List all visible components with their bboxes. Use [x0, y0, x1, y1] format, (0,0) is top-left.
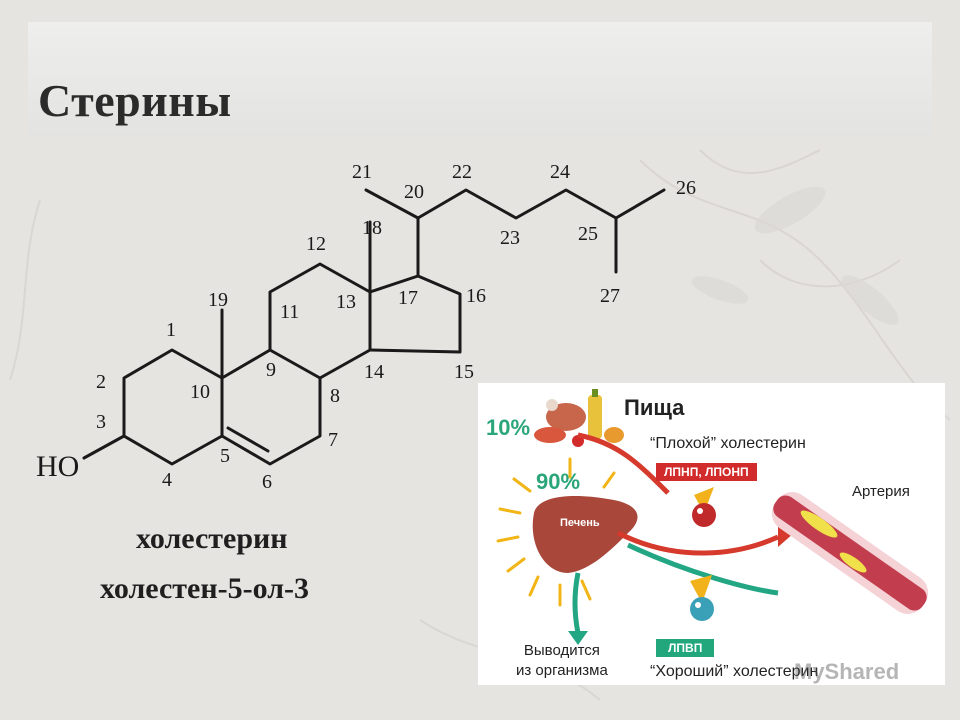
hdl-badge: ЛПВП — [656, 639, 715, 657]
liver-icon — [532, 495, 638, 573]
atom-number: 21 — [352, 161, 372, 183]
title-band — [28, 22, 932, 136]
food-label: Пища — [624, 395, 685, 420]
atom-number: 2 — [96, 371, 106, 393]
atom-number: 15 — [454, 361, 474, 383]
bad-cholesterol-label: “Плохой” холестерин — [650, 435, 806, 452]
common-name-caption: холестерин — [136, 522, 288, 555]
liver-label: Печень — [560, 517, 600, 529]
artery-label: Артерия — [852, 483, 910, 500]
atom-number: 7 — [328, 429, 338, 451]
atom-number: 5 — [220, 445, 230, 467]
food-icon — [534, 389, 624, 447]
atom-number: 14 — [364, 361, 384, 383]
atom-number: 8 — [330, 385, 340, 407]
atom-number: 26 — [676, 177, 696, 199]
atom-number: 19 — [208, 289, 228, 311]
infographic-graphics — [496, 389, 929, 645]
atom-number: 4 — [162, 469, 172, 491]
red-arrowhead — [778, 525, 794, 547]
atom-number: 16 — [466, 285, 486, 307]
atom-number: 25 — [578, 223, 598, 245]
red-arrow — [577, 432, 670, 495]
slide-title: Стерины — [38, 75, 232, 126]
watermark: MyShared — [794, 659, 900, 684]
atom-number: 22 — [452, 161, 472, 183]
atom-number: 10 — [190, 381, 210, 403]
radiating-lines — [496, 457, 616, 607]
ldl-mascot-icon — [692, 487, 716, 527]
atom-number: 12 — [306, 233, 326, 255]
ldl-badge: ЛПНП, ЛПОНП — [656, 463, 757, 481]
cholesterol-infographic: Пища 10% 90% “Плохой” холестерин ЛПНП, Л… — [478, 383, 945, 685]
hydroxyl-label: HO — [36, 450, 79, 483]
atom-number: 20 — [404, 181, 424, 203]
green-arrow — [626, 542, 779, 596]
atom-number: 24 — [550, 161, 570, 183]
atom-number: 27 — [600, 285, 620, 307]
systematic-name-caption: холестен-5-ол-3 — [100, 572, 310, 605]
excreted-label: Выводится из организма — [516, 641, 608, 681]
artery-icon — [771, 492, 929, 614]
atom-number: 23 — [500, 227, 520, 249]
atom-number: 3 — [96, 411, 106, 433]
atom-number: 9 — [266, 359, 276, 381]
atom-number: 11 — [280, 301, 299, 323]
hdl-mascot-icon — [690, 575, 714, 621]
good-cholesterol-label: “Хороший” холестерин — [650, 663, 819, 680]
food-percent: 10% — [486, 415, 531, 440]
atom-number: 1 — [166, 319, 176, 341]
atom-number: 18 — [362, 217, 382, 239]
atom-number: 17 — [398, 287, 418, 309]
excreted-line-2: из организма — [516, 662, 608, 679]
red-arrow-main — [616, 530, 780, 556]
excreted-line-1: Выводится — [523, 642, 600, 659]
atom-number: 6 — [262, 471, 272, 493]
green-arrow-down — [572, 572, 581, 634]
atom-number: 13 — [336, 291, 356, 313]
green-arrowhead — [568, 631, 588, 645]
liver-percent: 90% — [536, 469, 581, 494]
